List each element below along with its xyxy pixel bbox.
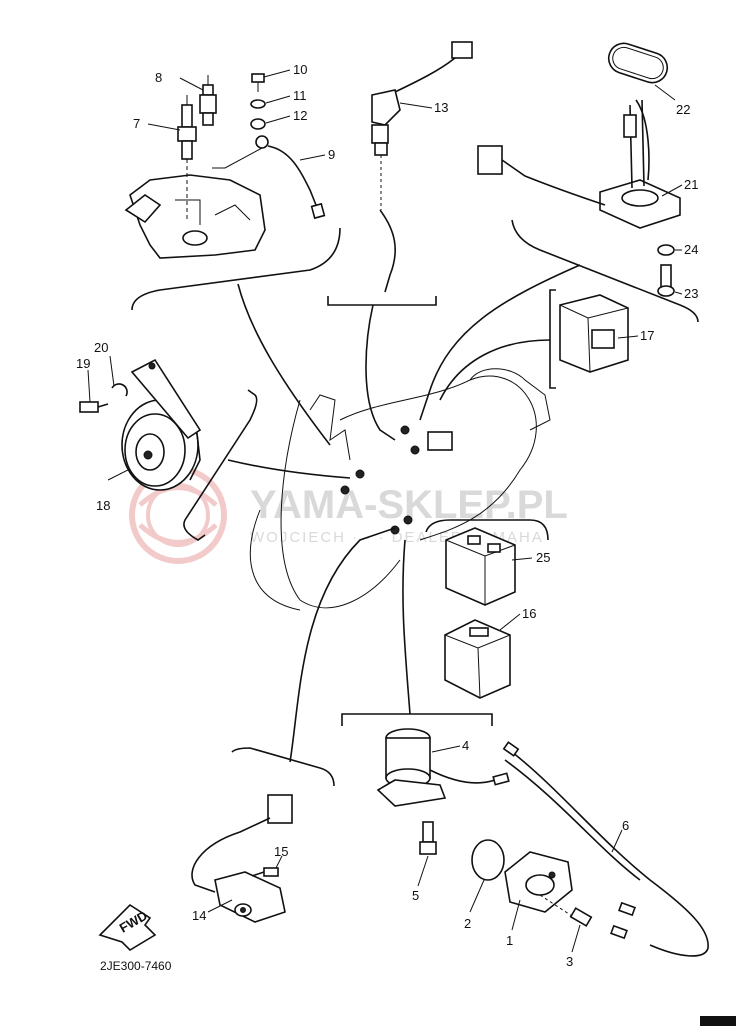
label-14: 14 <box>192 908 206 923</box>
label-4: 4 <box>462 738 469 753</box>
screw-3 <box>539 894 593 927</box>
relay-17 <box>559 294 629 373</box>
corner-mark <box>700 1016 736 1026</box>
label-9: 9 <box>328 147 335 162</box>
ground-lead-9 <box>212 135 326 220</box>
sensor-1 <box>504 851 573 913</box>
fuel-connector <box>477 145 503 175</box>
screw-15 <box>251 867 279 877</box>
fuel-sender-21 <box>599 99 681 229</box>
bolt-10 <box>251 73 265 92</box>
fwd-arrow: FWD <box>98 903 157 952</box>
frame-outline <box>249 368 551 611</box>
thermo-sensor-7 <box>177 95 197 220</box>
label-6: 6 <box>622 818 629 833</box>
oil-level-switch-4 <box>376 728 510 807</box>
label-1: 1 <box>506 933 513 948</box>
label-13: 13 <box>434 100 448 115</box>
lead-wire-6 <box>502 741 709 957</box>
relay-25 <box>445 527 516 606</box>
label-24: 24 <box>684 242 698 257</box>
horn-18 <box>121 358 202 491</box>
label-16: 16 <box>522 606 536 621</box>
group-brackets <box>131 219 699 787</box>
label-2: 2 <box>464 916 471 931</box>
label-17: 17 <box>640 328 654 343</box>
leader-lines <box>87 69 683 953</box>
label-10: 10 <box>293 62 307 77</box>
washer-12 <box>250 118 266 130</box>
label-8: 8 <box>155 70 162 85</box>
part-labels: 8 7 10 11 12 9 13 22 21 24 23 17 20 19 1… <box>76 62 698 969</box>
label-18: 18 <box>96 498 110 513</box>
fuel-sender-group <box>477 42 681 297</box>
thermo-sensor-8 <box>199 75 217 126</box>
thermostat-housing-group <box>124 73 326 259</box>
label-20: 20 <box>94 340 108 355</box>
nut-24 <box>657 244 675 256</box>
label-23: 23 <box>684 286 698 301</box>
diagram-code: 2JE300-7460 <box>100 959 172 973</box>
bolt-19 <box>79 401 109 413</box>
label-12: 12 <box>293 108 307 123</box>
label-5: 5 <box>412 888 419 903</box>
relay-16 <box>444 619 511 699</box>
label-25: 25 <box>536 550 550 565</box>
gasket-22 <box>607 42 669 84</box>
sidestand-switch-14 <box>191 794 293 923</box>
washer-11 <box>250 99 266 109</box>
label-15: 15 <box>274 844 288 859</box>
label-21: 21 <box>684 177 698 192</box>
bolt-5 <box>419 821 437 855</box>
label-3: 3 <box>566 954 573 969</box>
label-11: 11 <box>293 88 307 103</box>
neutral-switch-13 <box>371 41 473 293</box>
label-7: 7 <box>133 116 140 131</box>
screw-23 <box>657 264 675 297</box>
label-22: 22 <box>676 102 690 117</box>
label-19: 19 <box>76 356 90 371</box>
o-ring-2 <box>471 839 505 881</box>
